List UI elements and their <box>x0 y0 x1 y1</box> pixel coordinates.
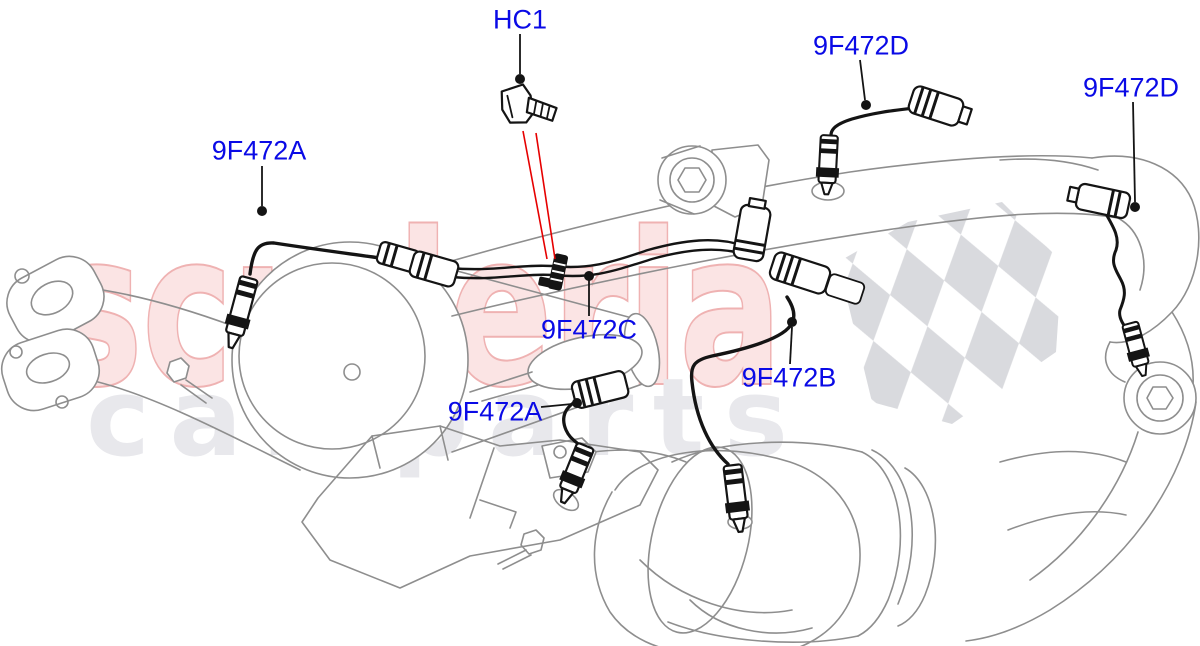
part-label-9f472a-front[interactable]: 9F472A <box>211 135 307 166</box>
connector-rear-lower <box>768 251 832 295</box>
harness-clip <box>538 253 569 291</box>
oxygen-sensor-center <box>815 85 973 196</box>
heat-shield <box>301 425 659 589</box>
sensor-harness <box>408 197 772 291</box>
hc1-clip <box>500 83 558 124</box>
connector-front-left <box>375 240 421 274</box>
part-label-9f472c[interactable]: 9F472C <box>540 314 638 345</box>
connector-harness-right <box>732 197 772 263</box>
connector-lower <box>570 370 630 409</box>
isolator-hanger <box>657 144 770 218</box>
part-label-hc1[interactable]: HC1 <box>492 4 548 35</box>
manifold-flanges <box>0 255 301 471</box>
leader-lines <box>257 34 1140 408</box>
connector-center <box>907 85 973 127</box>
exhaust-line-art <box>0 144 1200 646</box>
rear-pipe-assembly <box>965 155 1200 642</box>
oxygen-sensor-rear-lower <box>689 251 866 534</box>
connector-rear <box>1066 182 1132 220</box>
connector-harness-left <box>408 250 460 288</box>
sensor-parts <box>224 83 1150 534</box>
oxygen-sensor-rear <box>1066 182 1150 378</box>
oxygen-sensor-front-left <box>224 240 421 350</box>
part-label-9f472a-lower[interactable]: 9F472A <box>447 396 543 427</box>
oxygen-sensor-lower <box>559 370 630 505</box>
part-label-9f472b[interactable]: 9F472B <box>741 362 837 393</box>
part-label-9f472d-rear[interactable]: 9F472D <box>1082 72 1180 103</box>
checkered-flag-watermark <box>838 202 1062 424</box>
part-label-9f472d-center[interactable]: 9F472D <box>812 30 910 61</box>
